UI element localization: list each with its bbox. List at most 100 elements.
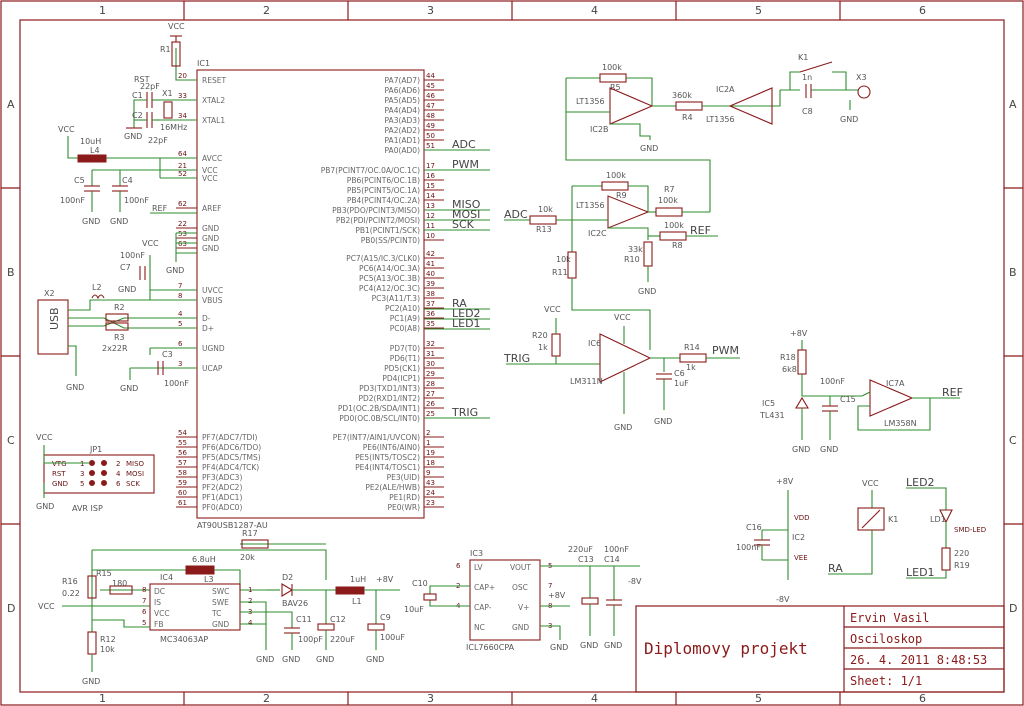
c9-label: C9 <box>380 613 391 622</box>
mcu-pin-name: VBUS <box>202 296 223 305</box>
c10-value: 10uF <box>404 605 424 614</box>
c11-value: 100pF <box>298 635 323 644</box>
mcu-pin-name: PD4(ICP1) <box>382 374 420 383</box>
mcu-pin-number: 23 <box>426 499 435 507</box>
ref-net-label: REF <box>152 204 168 213</box>
svg-text:FB: FB <box>154 620 163 629</box>
r14-label: R14 <box>684 343 700 352</box>
l4-value: 10uH <box>80 137 101 146</box>
vcc-label: VCC <box>168 22 185 31</box>
mcu-pin-name: PC6(A14/OC.3A) <box>359 264 420 273</box>
ic2a-value: LT1356 <box>706 115 735 124</box>
mcu-right-pins: 44PA7(AD7)45PA6(AD6)46PA5(AD5)47PA4(AD4)… <box>321 72 444 512</box>
ic2-vdd: VDD <box>794 514 810 522</box>
r1-label: R1 <box>160 45 171 54</box>
grid-col-bottom: 2 <box>263 692 270 705</box>
r15-label: R15 <box>96 569 112 578</box>
power-filter-section: VCC 10uH L4 C5 100nF C4 100nF GND GND RE… <box>58 125 197 275</box>
x3-label: X3 <box>856 73 867 82</box>
grid-col-bottom: 4 <box>591 692 598 705</box>
svg-text:NC: NC <box>474 623 485 632</box>
mcu-pin-name: PF1(ADC1) <box>202 493 242 502</box>
title-date: 26. 4. 2011 8:48:53 <box>850 653 987 667</box>
boost-converter-section: VCC R16 0.22 6.8uH L3 R15 180 IC4 MC3406… <box>38 529 405 686</box>
mcu-pin-number: 47 <box>426 102 435 110</box>
ic2c-label: IC2C <box>588 229 607 238</box>
l4-label: L4 <box>90 146 100 155</box>
mcu-pin-number: 15 <box>426 182 435 190</box>
trigger-section: VCC R20 1k TRIG IC6 LM311N VCC GND R14 1… <box>503 305 740 432</box>
r17-resistor <box>241 539 269 549</box>
c6-value: 1uF <box>674 379 689 388</box>
jp-sck: SCK <box>126 480 140 488</box>
net-adc-in: ADC <box>504 208 528 221</box>
svg-text:CAP+: CAP+ <box>474 583 495 592</box>
r13-label: R13 <box>536 225 552 234</box>
ic4-label: IC4 <box>160 573 173 582</box>
r3-label: R3 <box>114 333 125 342</box>
r20-label: R20 <box>532 331 548 340</box>
grid-col-bottom: 5 <box>755 692 762 705</box>
gnd-label-r12: GND <box>82 677 100 686</box>
mcu-pin-number: 8 <box>178 292 182 300</box>
svg-text:6: 6 <box>116 480 121 488</box>
mcu-pin-number: 42 <box>426 250 435 258</box>
mcu-pin-name: GND <box>202 244 219 253</box>
k1-label: K1 <box>798 53 808 62</box>
r16-label: R16 <box>62 577 78 586</box>
gnd-label-c11: GND <box>282 655 300 664</box>
r12-resistor <box>87 631 97 655</box>
mcu-pin-name: UCAP <box>202 364 223 373</box>
grid-col-top: 5 <box>755 4 762 17</box>
mcu-pin-number: 53 <box>178 230 187 238</box>
net-ra: RA <box>452 297 467 310</box>
mcu-pin-name: XTAL2 <box>202 96 225 105</box>
ic6-comparator <box>599 333 652 383</box>
grid-col-bottom: 1 <box>99 692 106 705</box>
r4-value: 360k <box>672 91 692 100</box>
mcu-pin-number: 45 <box>426 82 435 90</box>
gnd-label-c6: GND <box>654 417 672 426</box>
c12-value: 220uF <box>330 635 355 644</box>
mcu-pin-name: PA4(AD4) <box>385 106 421 115</box>
mcu-pin-number: 46 <box>426 92 435 100</box>
r18-value: 6k8 <box>782 365 797 374</box>
mcu-pin-number: 10 <box>426 232 435 240</box>
mcu-pin-number: 6 <box>178 340 183 348</box>
mcu-pin-number: 41 <box>426 260 435 268</box>
mcu-pin-number: 7 <box>178 282 182 290</box>
title-block-frame <box>635 605 1005 693</box>
mcu-pin-number: 44 <box>426 72 435 80</box>
l2-ferrite <box>91 294 105 300</box>
jp1-box <box>43 454 155 494</box>
mcu-pin-name: D- <box>202 314 211 323</box>
mcu-pin-number: 43 <box>426 479 435 487</box>
gnd-label-c15: GND <box>820 445 838 454</box>
c15-label: C15 <box>840 395 856 404</box>
mcu-pin-name: PE1(RD) <box>389 493 420 502</box>
mcu-pin-name: PC0(A8) <box>390 324 420 333</box>
mcu-pin-name: PB0(SS/PCINT0) <box>361 236 420 245</box>
mcu-pin-number: 64 <box>178 150 187 158</box>
c2-value: 22pF <box>148 136 168 145</box>
grid-row-right: C <box>1009 434 1017 447</box>
gnd-label-c9: GND <box>366 655 384 664</box>
mcu-pin-name: PF6(ADC6/TDO) <box>202 443 261 452</box>
mcu-pin-name: GND <box>202 224 219 233</box>
grid-row-left: A <box>7 98 15 111</box>
l2-label: L2 <box>92 283 102 292</box>
mcu-pin-name: PE3(UID) <box>387 473 420 482</box>
title-sheet: Sheet: 1/1 <box>850 674 922 688</box>
mcu-pin-number: 30 <box>426 360 435 368</box>
c14-label: C14 <box>604 555 620 564</box>
ld1-label: LD1 <box>930 515 946 524</box>
c7-value: 100nF <box>120 251 145 260</box>
svg-text:5: 5 <box>80 480 84 488</box>
r13-value: 10k <box>538 205 553 214</box>
net-ref-out: REF <box>942 386 963 399</box>
p8v-label-ref: +8V <box>790 329 808 338</box>
mcu-pin-name: PB3(PDO/PCINT3/MISO) <box>332 206 420 215</box>
mcu-pin-number: 22 <box>178 220 187 228</box>
